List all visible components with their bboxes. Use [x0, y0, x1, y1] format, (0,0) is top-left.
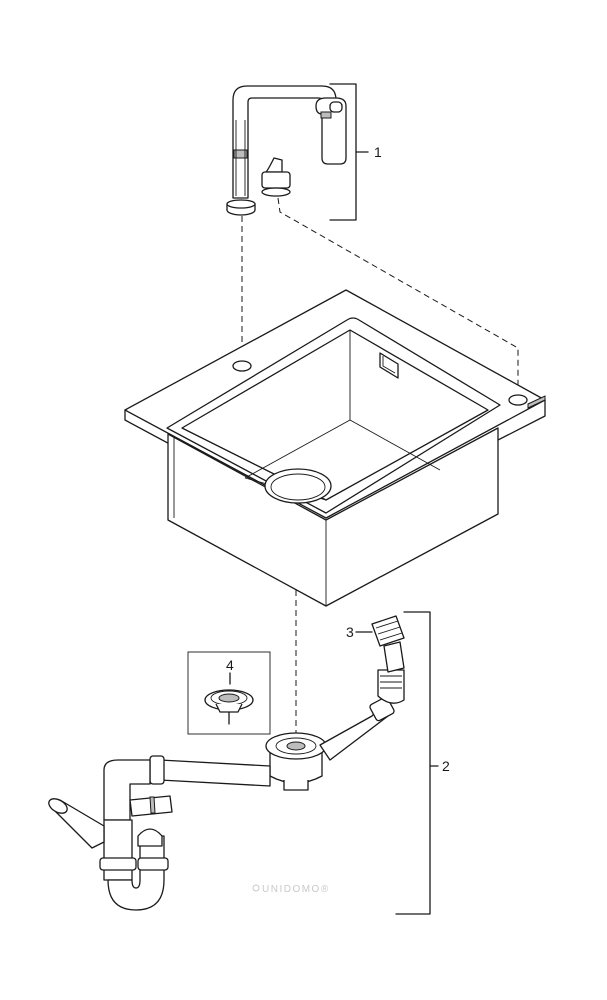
faucet: 1 — [226, 83, 382, 221]
spray-accessory: 3 — [346, 615, 405, 673]
strainer-basket-inset: 4 — [187, 651, 271, 735]
watermark: UNIDOMO® — [252, 884, 330, 895]
callout-1-label: 1 — [374, 144, 382, 160]
handle-guide-line — [277, 197, 519, 396]
callout-2-label: 2 — [442, 758, 450, 774]
drain-assembly: 2 — [48, 611, 450, 915]
callout-3-label: 3 — [346, 624, 354, 640]
sink — [124, 289, 546, 607]
watermark-text: UNIDOMO® — [262, 884, 330, 895]
callout-4-label: 4 — [226, 657, 234, 673]
